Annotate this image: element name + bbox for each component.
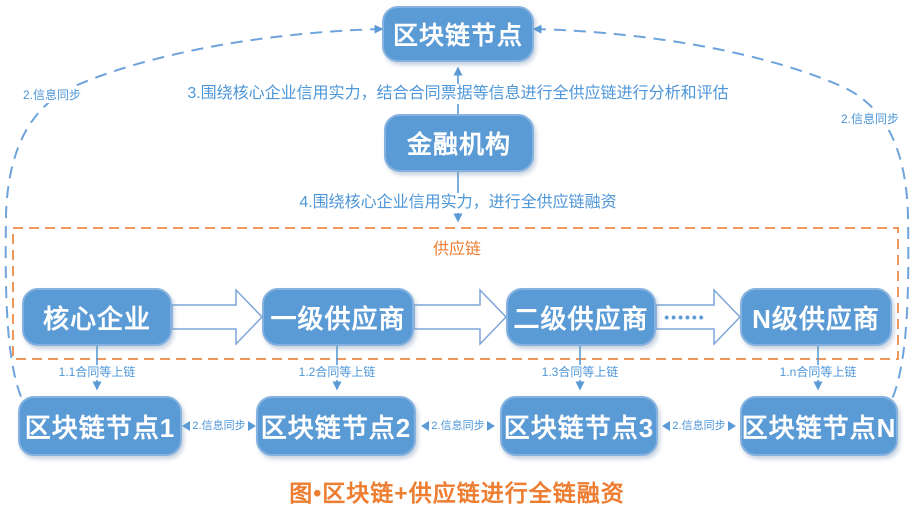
arrowhead-right-icon [486, 421, 495, 431]
block-arrow-tier1-to-tier2 [413, 288, 508, 346]
blockchain-node-2-box: 区块链节点2 [256, 396, 416, 456]
arrowhead-left-icon [421, 421, 430, 431]
financial-institution-label: 金融机构 [406, 131, 511, 159]
arrowhead-left-icon [662, 421, 671, 431]
sync-arrow-1-2: 2.信息同步 [182, 417, 256, 435]
arrowhead-left-icon [182, 421, 191, 431]
block-arrow-tier2-to-tierN [655, 288, 742, 346]
core-enterprise-label: 核心企业 [42, 303, 151, 334]
sync-label-right: 2.信息同步 [834, 112, 906, 127]
tier1-supplier-label: 一级供应商 [270, 303, 406, 334]
onchain-label-n: 1.n合同等上链 [770, 365, 866, 380]
blockchain-node-label: 区块链节点 [392, 22, 523, 50]
blockchain-node-2-label: 区块链节点2 [260, 412, 412, 443]
supply-chain-dashed-box [12, 227, 899, 360]
ellipsis-dots: •••••• [664, 309, 706, 325]
tier2-supplier-box: 二级供应商 [506, 288, 656, 346]
arrowhead-right-icon [247, 421, 256, 431]
sync-arrow-label: 2.信息同步 [670, 419, 728, 433]
blockchain-node-3-box: 区块链节点3 [500, 396, 658, 456]
blockchain-node-n-box: 区块链节点N [740, 396, 898, 456]
blockchain-node-1-box: 区块链节点1 [18, 396, 182, 456]
financial-institution-box: 金融机构 [384, 114, 534, 172]
sync-arrow-label: 2.信息同步 [429, 419, 487, 433]
blockchain-node-1-label: 区块链节点1 [24, 412, 176, 443]
sync-arrow-3-n: 2.信息同步 [658, 417, 740, 435]
sync-arrow-2-3: 2.信息同步 [416, 417, 500, 435]
step4-annotation: 4.围绕核心企业信用实力，进行全供应链融资 [258, 193, 658, 213]
tierN-supplier-box: N级供应商 [740, 288, 892, 346]
arrowhead-right-icon [727, 421, 736, 431]
blockchain-node-3-label: 区块链节点3 [503, 412, 655, 443]
blockchain-node-n-label: 区块链节点N [741, 412, 897, 443]
tier1-supplier-box: 一级供应商 [262, 288, 414, 346]
tier2-supplier-label: 二级供应商 [513, 303, 649, 334]
core-enterprise-box: 核心企业 [22, 288, 172, 346]
supply-chain-title: 供应链 [432, 241, 481, 258]
onchain-label-1: 1.1合同等上链 [49, 365, 145, 380]
sync-label-left: 2.信息同步 [16, 88, 88, 103]
tierN-supplier-label: N级供应商 [752, 303, 880, 334]
blockchain-node-box: 区块链节点 [382, 6, 534, 62]
sync-curve-left [4, 24, 384, 413]
sync-arrow-label: 2.信息同步 [190, 419, 248, 433]
step3-annotation: 3.围绕核心企业信用实力，结合合同票据等信息进行全供应链进行分析和评估 [150, 84, 766, 104]
onchain-label-3: 1.3合同等上链 [532, 365, 628, 380]
onchain-label-2: 1.2合同等上链 [289, 365, 385, 380]
block-arrow-core-to-tier1 [171, 288, 264, 346]
figure-caption: 图•区块链+供应链进行全链融资 [289, 480, 625, 506]
